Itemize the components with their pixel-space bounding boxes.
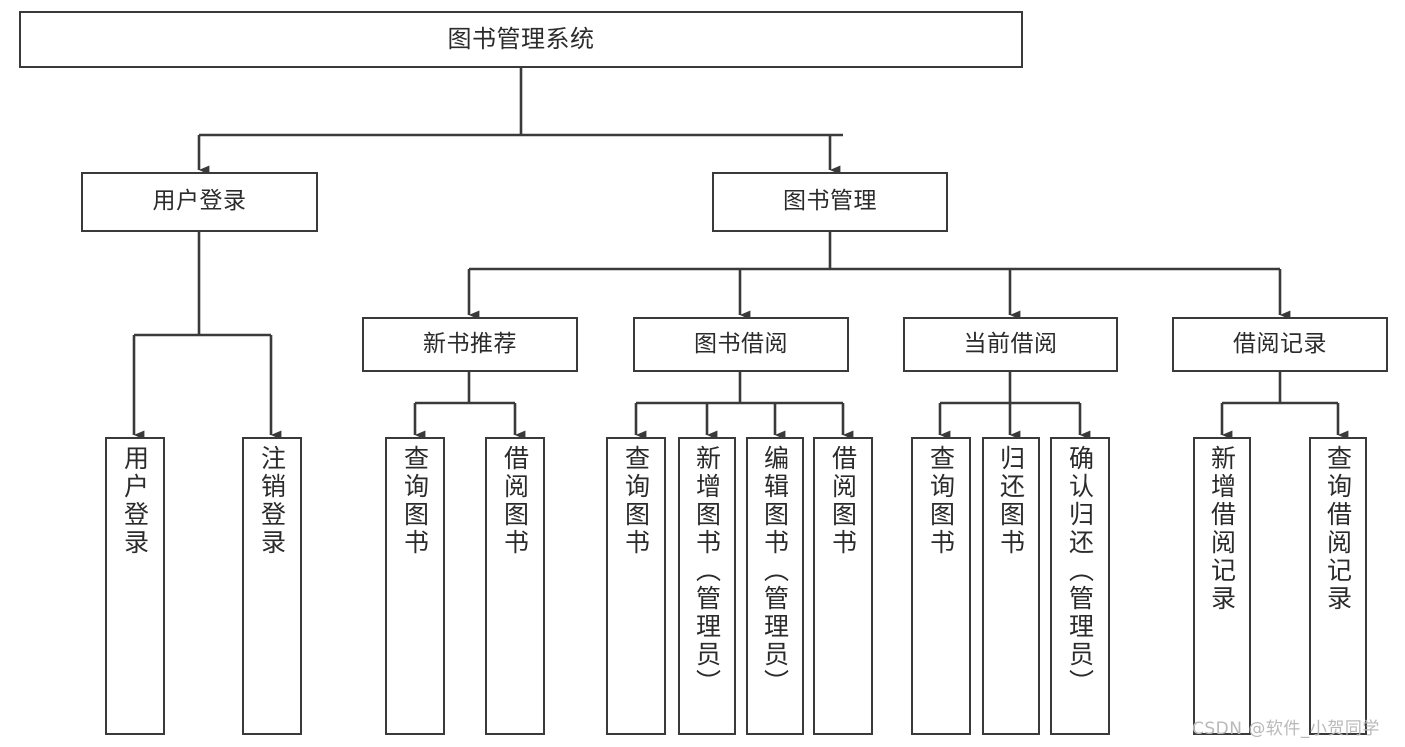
node-label: 借阅图书 [828,445,858,557]
node-label: 查询图书 [400,445,430,557]
node-label: 借阅图书 [500,445,530,557]
leaf-query-book-recommend[interactable]: 查询图书 [385,437,445,735]
leaf-borrow-book-recommend[interactable]: 借阅图书 [485,437,545,735]
node-user-login[interactable]: 用户登录 [81,172,318,232]
node-label: 图书管理系统 [447,25,595,54]
node-label: 注销登录 [257,445,287,557]
leaf-edit-book-admin[interactable]: 编辑图书（管理员） [746,437,804,735]
node-root-system[interactable]: 图书管理系统 [19,11,1023,68]
leaf-add-book-admin[interactable]: 新增图书（管理员） [678,437,736,735]
node-label: 当前借阅 [963,330,1058,357]
leaf-query-book-current[interactable]: 查询图书 [911,437,971,735]
node-label: 查询图书 [621,445,651,557]
node-label: 图书借阅 [694,330,788,357]
node-label: 查询借阅记录 [1323,445,1353,613]
node-borrow-record[interactable]: 借阅记录 [1172,317,1388,372]
watermark-text: CSDN @软件_小贺同学 [1192,719,1380,739]
node-label: 新增图书（管理员） [692,445,722,697]
node-label: 用户登录 [152,188,247,215]
leaf-confirm-return-admin[interactable]: 确认归还（管理员） [1050,437,1110,735]
node-label: 归还图书 [996,445,1026,557]
leaf-logout[interactable]: 注销登录 [242,437,302,735]
node-label: 借阅记录 [1233,330,1327,357]
leaf-borrow-book[interactable]: 借阅图书 [813,437,873,735]
node-book-management[interactable]: 图书管理 [712,172,948,232]
leaf-query-book-borrow[interactable]: 查询图书 [606,437,666,735]
leaf-query-borrow-record[interactable]: 查询借阅记录 [1309,437,1367,735]
node-label: 新增借阅记录 [1207,445,1237,613]
node-label: 图书管理 [783,188,877,215]
leaf-return-book[interactable]: 归还图书 [982,437,1040,735]
node-label: 编辑图书（管理员） [760,445,790,697]
node-label: 确认归还（管理员） [1065,445,1095,697]
node-current-borrow[interactable]: 当前借阅 [903,317,1118,372]
node-label: 查询图书 [926,445,956,557]
leaf-user-login[interactable]: 用户登录 [105,437,165,735]
node-label: 用户登录 [120,445,150,557]
leaf-add-borrow-record[interactable]: 新增借阅记录 [1193,437,1251,735]
node-new-book-recommend[interactable]: 新书推荐 [362,317,578,372]
node-book-borrow[interactable]: 图书借阅 [633,317,849,372]
node-label: 新书推荐 [423,330,517,357]
